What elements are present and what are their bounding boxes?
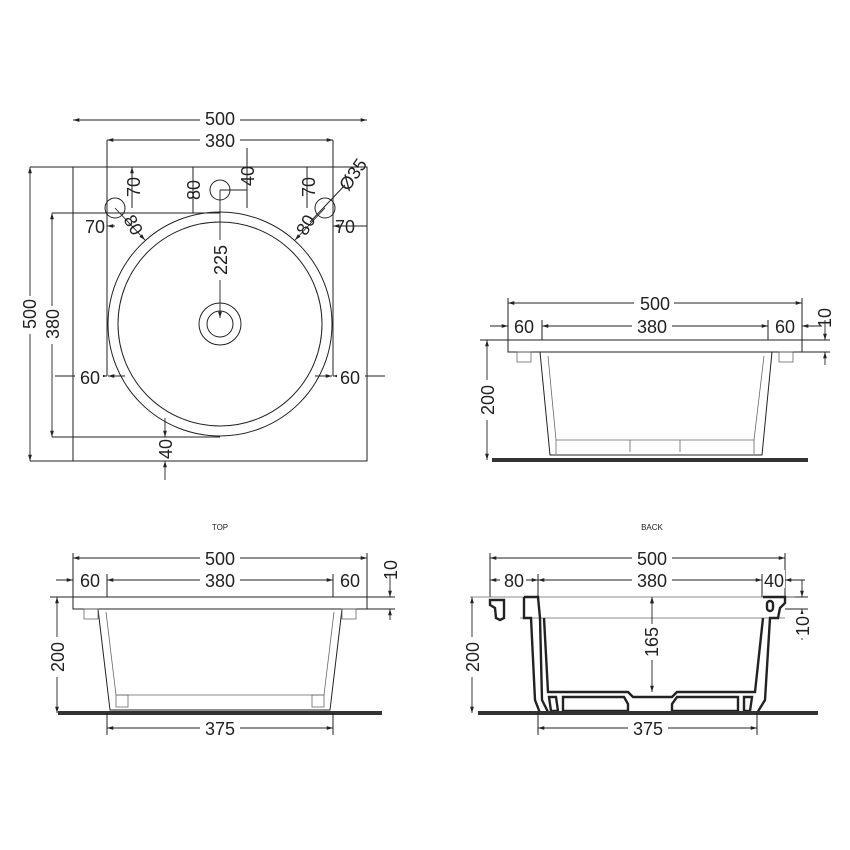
dim-tap-center-40: 40 [238,166,258,186]
dim-tap-right-h-70: 70 [335,217,355,237]
back-section-view: BACK 500 80 380 40 10 [463,523,818,739]
dim-side-right-60: 60 [340,368,360,388]
dim-tap-left-70: 70 [124,177,144,197]
dim-width-500: 500 [205,109,235,129]
basin-body [539,351,773,456]
dim-side-500: 500 [205,549,235,569]
base-rib-right [670,695,740,713]
dim-front-500: 500 [640,294,670,314]
rim [72,596,368,610]
wall-right [755,595,787,714]
dim-back-depth-165: 165 [642,627,662,657]
side-view: TOP 500 60 380 60 10 200 [48,523,401,739]
dim-tap-left-h-70: 70 [85,217,105,237]
dim-tap-right-70: 70 [299,177,319,197]
dim-side-200: 200 [48,642,68,672]
bowl-inner-profile [542,617,765,699]
tap-hole-left [104,197,126,219]
dim-height-500: 500 [20,299,40,329]
dim-tap-right-radius-80: 80 [292,211,319,238]
dim-front-380: 380 [637,317,667,337]
dim-side-375: 375 [205,719,235,739]
dim-front-rim-10: 10 [815,308,835,328]
dim-tap-center-80: 80 [184,180,204,200]
view-label-top: TOP [212,523,228,532]
tap-hole-right [314,197,336,219]
dim-tap-diameter: Ø35 [335,155,371,194]
dim-height-380: 380 [43,309,63,339]
dim-front-rim-left: 60 [514,317,534,337]
dim-back-375: 375 [633,719,663,739]
dim-side-left-60: 60 [80,368,100,388]
base-rib-left [561,695,630,713]
dim-side-rim-10: 10 [381,560,401,580]
dim-back-380: 380 [637,571,667,591]
dim-back-rim-right: 40 [764,571,784,591]
dim-front-200: 200 [478,385,498,415]
dim-back-500: 500 [637,549,667,569]
view-label-back: BACK [641,523,663,532]
top-view: 500 380 500 380 70 80 40 70 Ø35 70 80 80… [20,108,385,480]
dim-side-380: 380 [205,571,235,591]
dim-front-rim-right: 60 [775,317,795,337]
dim-side-rim-right: 60 [340,571,360,591]
dim-back-200: 200 [463,642,483,672]
dim-back-rim-10: 10 [793,616,813,636]
front-view: 500 60 380 60 10 200 [478,293,835,462]
wall-left [524,595,550,713]
dim-drain-225: 225 [211,245,231,275]
dim-back-rim-left: 80 [504,571,524,591]
basin-body [97,608,343,711]
dim-side-rim-left: 60 [80,571,100,591]
rim [507,339,803,353]
dim-bottom-40: 40 [156,439,176,459]
dim-width-380: 380 [205,131,235,151]
rim-left-lip [488,598,506,622]
dim-tap-left-radius-80: 80 [120,211,147,238]
